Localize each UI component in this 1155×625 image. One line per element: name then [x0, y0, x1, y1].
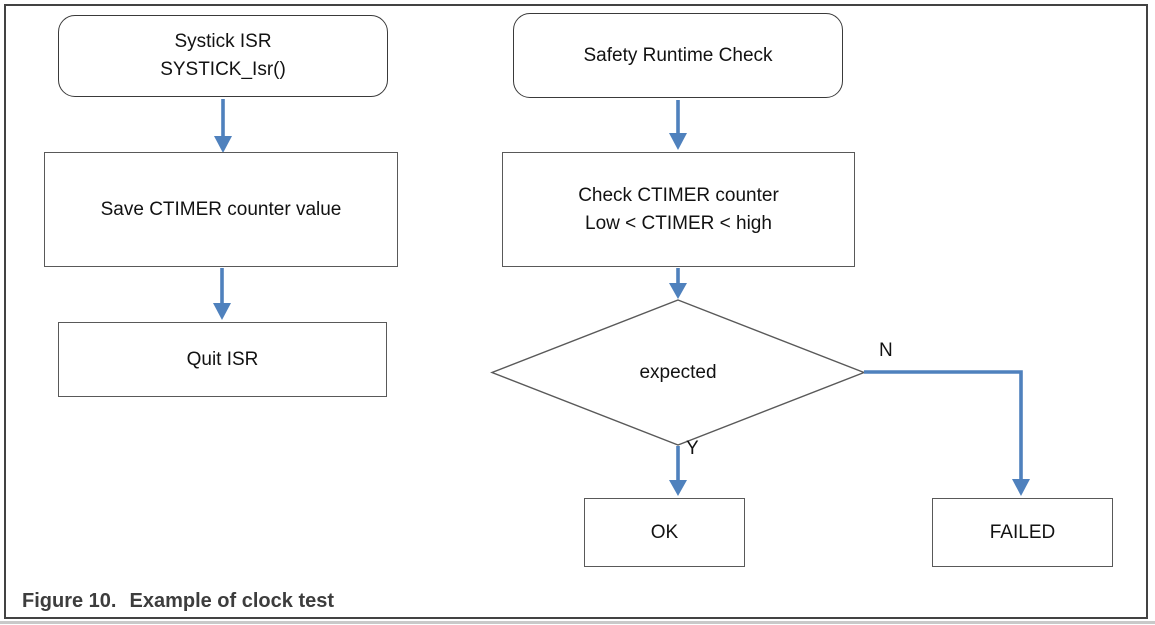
figure-caption: Figure 10. Example of clock test: [22, 588, 334, 614]
systick-isr-line1: Systick ISR: [174, 31, 272, 52]
decision-diamond: [490, 299, 866, 446]
ok-label: OK: [650, 521, 679, 543]
node-ok: OK: [584, 498, 745, 567]
branch-label-no: N: [879, 340, 893, 361]
node-save-ctimer: Save CTIMER counter value: [44, 152, 398, 267]
figure-caption-number: Figure 10.: [22, 589, 117, 612]
check-ctimer-line1: Check CTIMER counter: [578, 184, 779, 206]
arrow-decision-no-to-failed: [864, 370, 1030, 496]
node-check-ctimer: Check CTIMER counter Low < CTIMER < high: [502, 152, 855, 267]
arrow-save-to-quit: [213, 268, 231, 320]
figure-bottom-divider: [0, 621, 1155, 624]
arrow-check-to-decision: [669, 268, 687, 299]
save-ctimer-label: Save CTIMER counter value: [100, 198, 342, 220]
figure-border: [4, 4, 1148, 619]
node-systick-isr: Systick ISR SYSTICK_Isr(): [58, 15, 388, 97]
arrow-decision-yes-to-ok: [669, 446, 687, 496]
branch-label-yes: Y: [686, 438, 699, 459]
systick-isr-line2: SYSTICK_Isr(): [160, 59, 286, 80]
node-quit-isr: Quit ISR: [58, 322, 387, 397]
node-safety-runtime-check: Safety Runtime Check: [513, 13, 843, 98]
node-failed: FAILED: [932, 498, 1113, 567]
figure-caption-title: Example of clock test: [129, 589, 335, 612]
quit-isr-label: Quit ISR: [186, 348, 259, 370]
arrow-systick-to-save: [214, 99, 232, 153]
check-ctimer-line2: Low < CTIMER < high: [585, 212, 772, 234]
arrow-safety-to-check: [669, 100, 687, 150]
failed-label: FAILED: [989, 521, 1056, 543]
safety-runtime-check-label: Safety Runtime Check: [583, 44, 773, 66]
